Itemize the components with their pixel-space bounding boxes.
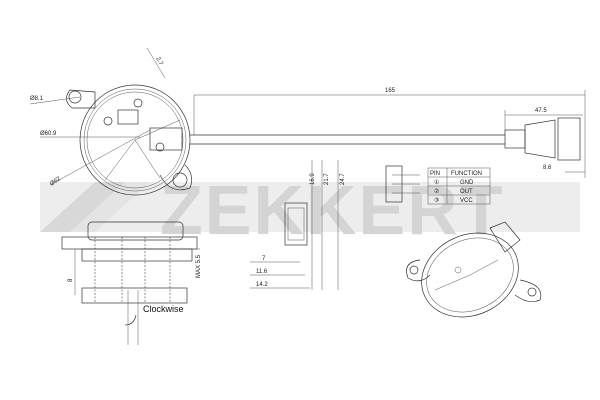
dim-face-w2: 11.6 bbox=[256, 269, 268, 275]
cable bbox=[190, 90, 586, 178]
watermark-text: ZEKKERT bbox=[160, 171, 505, 249]
dim-face-h2: 21.7 bbox=[324, 173, 330, 185]
rotation-label: Clockwise bbox=[143, 304, 184, 314]
sensor-3d-view bbox=[406, 221, 542, 318]
sensor-side-view bbox=[61, 221, 200, 345]
dim-connector-length: 47.5 bbox=[535, 108, 547, 114]
pin-table: PIN FUNCTION ① GND ② OUT ③ VCC bbox=[427, 167, 491, 205]
pin-cell: ③ bbox=[434, 197, 439, 204]
dim-hole-diameter: Ø8.1 bbox=[30, 96, 44, 102]
function-cell: GND bbox=[460, 180, 474, 186]
function-cell: OUT bbox=[460, 189, 473, 195]
dim-outer-diameter: Ø62 bbox=[49, 176, 62, 188]
pin-header: PIN bbox=[430, 171, 440, 177]
dim-face-w3: 14.2 bbox=[256, 282, 268, 288]
pin-cell: ① bbox=[434, 179, 439, 186]
dim-side-max: MAX 5.5 bbox=[196, 254, 202, 278]
pinout-connector bbox=[385, 165, 420, 203]
dim-connector-tip: 8.6 bbox=[543, 165, 552, 171]
dim-face-h3: 24.7 bbox=[340, 173, 346, 185]
dim-inner-diameter: Ø60.9 bbox=[40, 131, 57, 137]
dim-cable-length: 165 bbox=[385, 88, 396, 94]
function-header: FUNCTION bbox=[451, 171, 482, 177]
pin-cell: ② bbox=[434, 188, 439, 195]
dim-offset: 2.7 bbox=[154, 56, 164, 67]
function-cell: VCC bbox=[460, 198, 473, 204]
dim-face-h1: 16.9 bbox=[310, 173, 316, 185]
connector-end bbox=[504, 110, 585, 173]
dim-face-w1: 7 bbox=[262, 256, 266, 262]
dim-side-height: 8 bbox=[68, 278, 74, 282]
connector-face-view bbox=[250, 160, 339, 290]
sensor-top-view bbox=[29, 47, 192, 196]
